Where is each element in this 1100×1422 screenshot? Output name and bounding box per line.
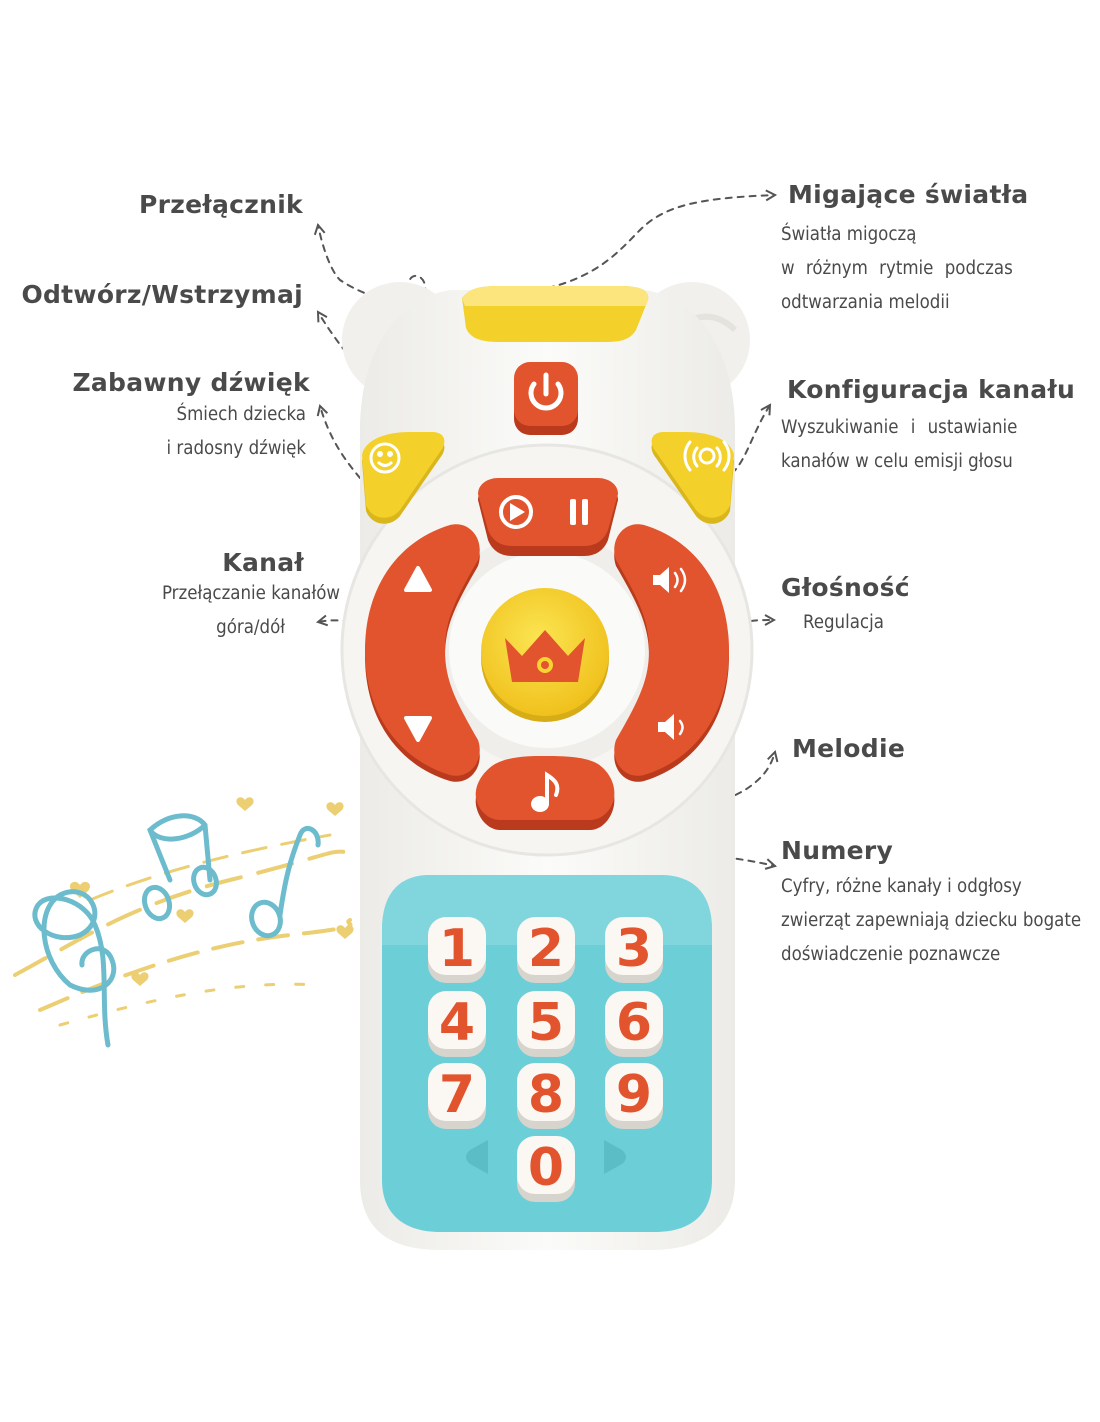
keypad-key-label: 5 bbox=[528, 993, 564, 1053]
leader-config bbox=[721, 405, 770, 481]
keypad-key-face bbox=[428, 917, 486, 975]
lights-line-2: w różnym rytmie podczas bbox=[781, 258, 1013, 279]
keypad-key-face bbox=[428, 991, 486, 1049]
double-note-icon bbox=[147, 813, 213, 883]
channel-title: Kanał bbox=[222, 548, 304, 577]
config-desc: Wyszukiwanie i ustawianie kanałów w celu… bbox=[781, 411, 1017, 479]
volume-line-1: Regulacja bbox=[803, 612, 884, 633]
keypad-key-0[interactable]: 0 bbox=[517, 1136, 575, 1202]
keypad-key-label: 2 bbox=[528, 919, 564, 979]
numbers-line-2: zwierząt zapewniają dziecku bogate bbox=[781, 910, 1082, 931]
keypad-key-face bbox=[517, 1136, 575, 1194]
leader-lights bbox=[547, 195, 775, 289]
crown-icon bbox=[505, 630, 585, 682]
funny-sound-button[interactable] bbox=[362, 432, 445, 524]
channel-line-1: Przełączanie kanałów bbox=[161, 583, 340, 604]
funny-sound-desc: Śmiech dziecka i radosny dźwięk bbox=[167, 398, 306, 466]
arrow-left-icon bbox=[466, 1140, 488, 1174]
channel-desc: Przełączanie kanałów góra/dół bbox=[162, 577, 340, 645]
music-note-icon bbox=[531, 771, 560, 812]
switch-title: Przełącznik bbox=[139, 190, 303, 219]
music-decoration bbox=[13, 797, 354, 1048]
funny-sound-line-1: Śmiech dziecka bbox=[176, 404, 306, 425]
keypad-key-5[interactable]: 5 bbox=[517, 991, 575, 1057]
light-bar bbox=[462, 286, 649, 342]
keypad-key-9[interactable]: 9 bbox=[605, 1063, 663, 1129]
keypad-key-label: 6 bbox=[616, 993, 652, 1053]
crown-button[interactable] bbox=[481, 588, 609, 722]
play-icon bbox=[499, 495, 533, 529]
keypad-key-face bbox=[605, 1063, 663, 1121]
volume-up-icon bbox=[653, 567, 687, 593]
keypad-key-8[interactable]: 8 bbox=[517, 1063, 575, 1129]
volume-arc-button[interactable] bbox=[614, 524, 729, 782]
funny-sound-title: Zabawny dźwięk bbox=[72, 368, 310, 397]
numbers-title: Numery bbox=[781, 836, 894, 865]
config-line-1: Wyszukiwanie i ustawianie bbox=[781, 417, 1018, 438]
volume-title: Głośność bbox=[781, 573, 910, 602]
funny-sound-line-2: i radosny dźwięk bbox=[166, 438, 306, 459]
numbers-desc: Cyfry, różne kanały i odgłosy zwierząt z… bbox=[781, 870, 1081, 972]
keypad-key-face bbox=[605, 991, 663, 1049]
channel-arc-button[interactable] bbox=[365, 524, 480, 782]
speaker-waves-icon bbox=[683, 440, 731, 472]
config-line-2: kanałów w celu emisji głosu bbox=[781, 451, 1013, 472]
melody-button[interactable] bbox=[475, 756, 615, 830]
baby-face-icon bbox=[369, 442, 401, 474]
power-button[interactable] bbox=[514, 362, 578, 435]
play-pause-title: Odtwórz/Wstrzymaj bbox=[21, 280, 303, 309]
melodies-title: Melodie bbox=[792, 734, 906, 763]
arrow-up-icon bbox=[404, 566, 432, 592]
config-title: Konfiguracja kanału bbox=[787, 375, 1076, 404]
lights-title: Migające światła bbox=[788, 180, 1029, 209]
volume-down-icon bbox=[658, 714, 684, 740]
play-pause-button[interactable] bbox=[478, 478, 618, 556]
keypad-key-6[interactable]: 6 bbox=[605, 991, 663, 1057]
power-icon bbox=[528, 372, 564, 411]
volume-desc: Regulacja bbox=[803, 606, 884, 640]
lights-line-1: Światła migoczą bbox=[781, 224, 917, 245]
keypad-key-label: 4 bbox=[439, 993, 475, 1053]
single-note-icon bbox=[277, 826, 321, 918]
lights-desc: Światła migoczą w różnym rytmie podczas … bbox=[781, 218, 1013, 320]
channel-line-2: góra/dół bbox=[216, 617, 285, 638]
numbers-line-1: Cyfry, różne kanały i odgłosy bbox=[781, 876, 1022, 897]
keypad-key-label: 1 bbox=[439, 919, 475, 979]
keypad-key-face bbox=[517, 991, 575, 1049]
treble-clef-icon bbox=[32, 889, 117, 1048]
arrow-right-icon bbox=[604, 1140, 626, 1174]
keypad-key-label: 8 bbox=[528, 1065, 564, 1125]
keypad-key-face bbox=[517, 917, 575, 975]
keypad-key-face bbox=[517, 1063, 575, 1121]
keypad-key-face bbox=[428, 1063, 486, 1121]
keypad-key-7[interactable]: 7 bbox=[428, 1063, 486, 1129]
keypad-key-label: 3 bbox=[616, 919, 652, 979]
lights-line-3: odtwarzania melodii bbox=[781, 292, 950, 313]
keypad-key-2[interactable]: 2 bbox=[517, 917, 575, 983]
numbers-line-3: doświadczenie poznawcze bbox=[781, 944, 1001, 965]
channel-config-button[interactable] bbox=[651, 432, 734, 524]
keypad-key-face bbox=[605, 917, 663, 975]
leader-baby bbox=[320, 406, 361, 479]
arrow-down-icon bbox=[404, 716, 432, 742]
keypad-key-label: 7 bbox=[439, 1065, 475, 1125]
heart-icon bbox=[70, 797, 354, 986]
keypad-key-label: 0 bbox=[528, 1138, 564, 1198]
keypad-key-label: 9 bbox=[616, 1065, 652, 1125]
keypad-key-4[interactable]: 4 bbox=[428, 991, 486, 1057]
pause-icon bbox=[570, 499, 588, 525]
keypad-key-3[interactable]: 3 bbox=[605, 917, 663, 983]
keypad-key-1[interactable]: 1 bbox=[428, 917, 486, 983]
